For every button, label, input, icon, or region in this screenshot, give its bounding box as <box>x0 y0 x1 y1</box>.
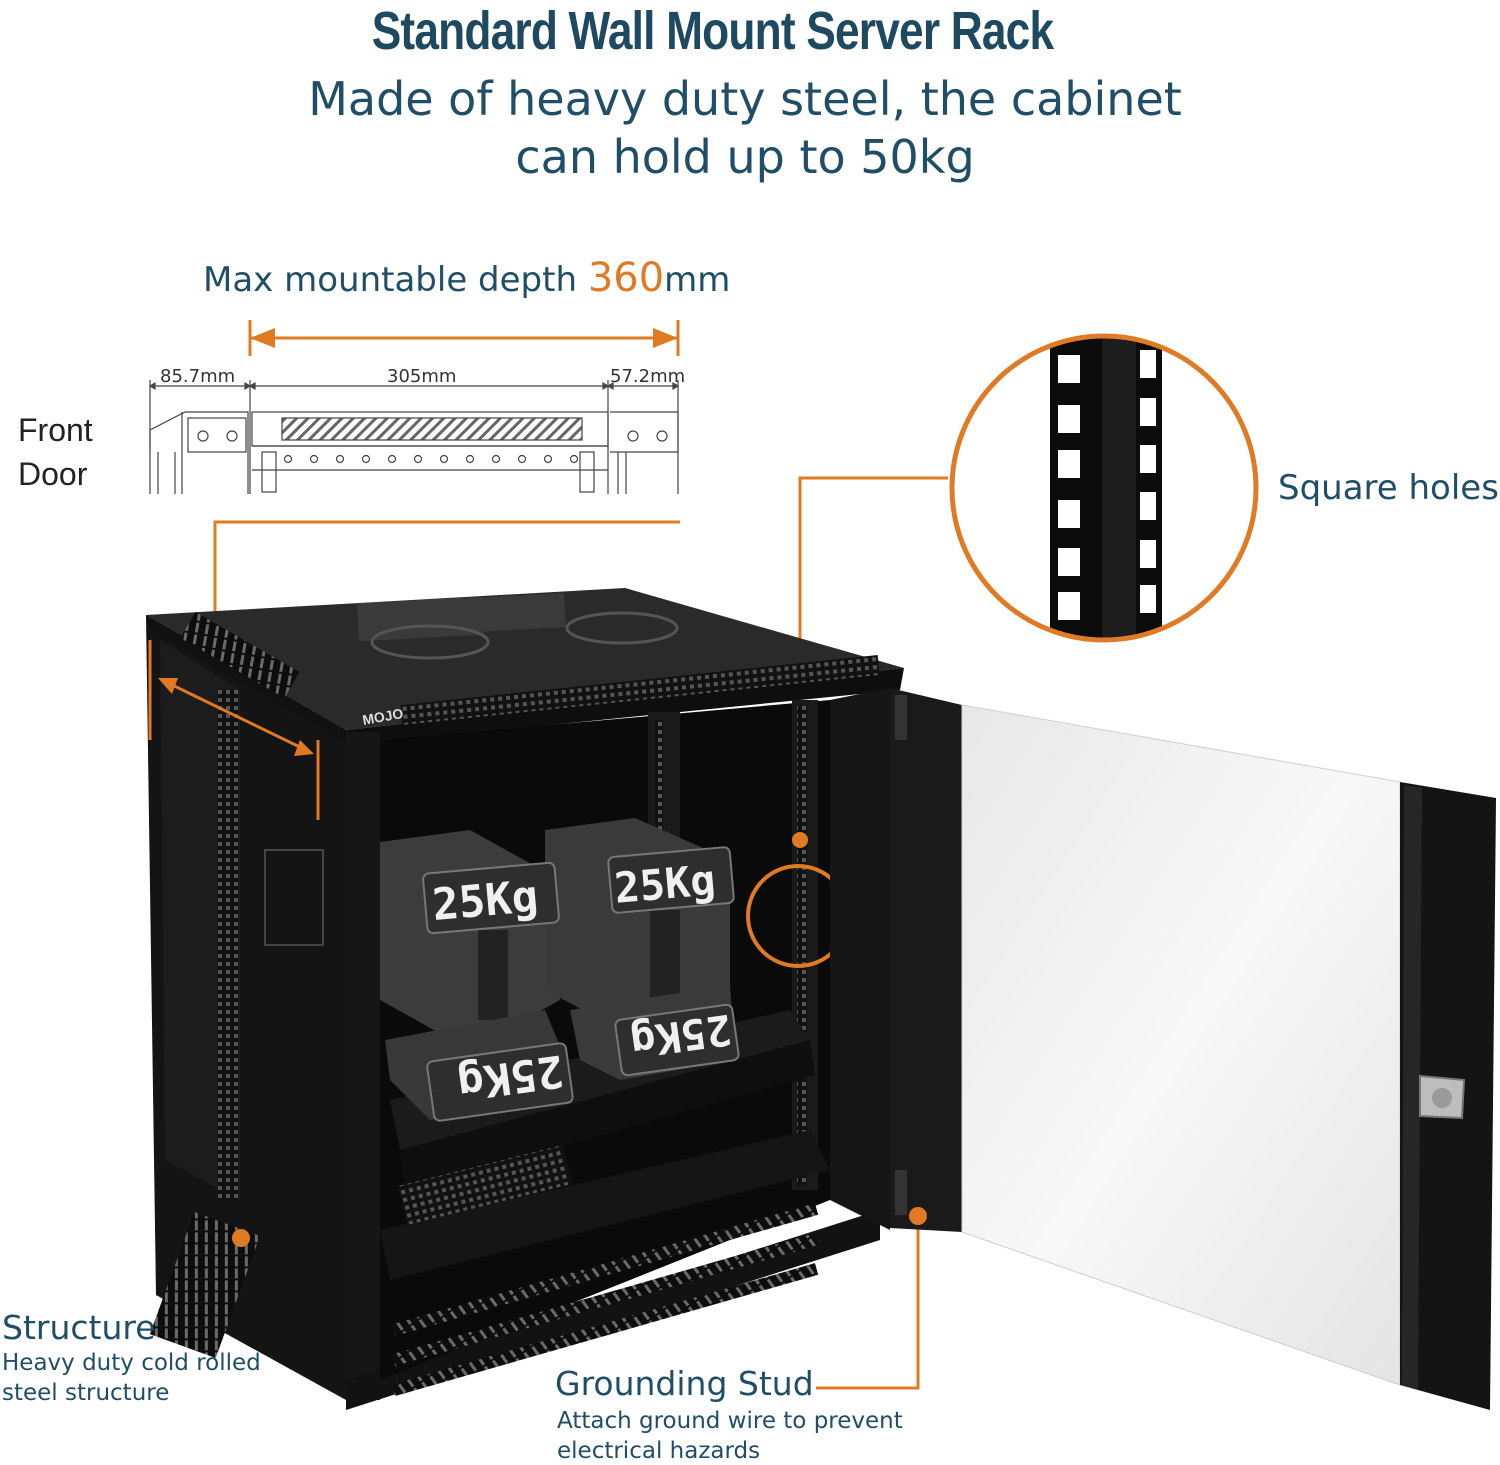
square-holes-label: Square holes <box>1278 468 1499 508</box>
structure-title: Structure <box>2 1308 156 1347</box>
front-door-line-1: Front <box>18 412 93 448</box>
square-holes-zoom <box>949 333 1259 643</box>
grounding-desc-line-2: electrical hazards <box>557 1438 761 1464</box>
weights-stack <box>380 818 740 1122</box>
depth-arrow <box>248 320 680 356</box>
structure-desc: Heavy duty cold rolled steel structure <box>2 1348 261 1408</box>
rail-zoom-dot <box>792 832 808 848</box>
subtitle-line-1: Made of heavy duty steel, the cabinet <box>308 72 1182 126</box>
structure-desc-line-1: Heavy duty cold rolled <box>2 1350 261 1376</box>
front-door-label: Front Door <box>18 408 93 496</box>
structure-desc-line-2: steel structure <box>2 1380 170 1406</box>
grounding-stud-title: Grounding Stud <box>555 1364 814 1403</box>
dimension-front: 85.7mm <box>160 366 236 387</box>
max-depth-prefix: Max mountable depth <box>203 260 588 300</box>
svg-text:MOJO: MOJO <box>361 705 404 728</box>
subtitle-line-2: can hold up to 50kg <box>515 130 975 184</box>
dimension-holes <box>283 454 579 464</box>
grounding-stud-desc: Attach ground wire to prevent electrical… <box>557 1406 903 1465</box>
front-door-line-2: Door <box>18 456 88 492</box>
grounding-desc-line-1: Attach ground wire to prevent <box>557 1408 903 1434</box>
dimension-drawing <box>148 380 680 494</box>
weight-label-1: 25Kg <box>430 871 540 931</box>
grounding-stud-dot <box>909 1207 927 1225</box>
glass-door <box>830 688 1496 1410</box>
dimension-middle: 305mm <box>387 366 457 387</box>
weight-label-2: 25Kg <box>612 855 717 913</box>
structure-dot <box>232 1229 250 1247</box>
page-title: Standard Wall Mount Server Rack <box>371 1 1054 61</box>
dimension-rear: 57.2mm <box>610 366 686 387</box>
max-depth-value: 360 <box>587 255 665 301</box>
max-depth-label: Max mountable depth 360mm <box>203 255 730 301</box>
brand-logo: MOJO <box>361 705 404 728</box>
max-depth-unit: mm <box>664 260 731 300</box>
page-subtitle: Made of heavy duty steel, the cabinet ca… <box>245 70 1245 186</box>
